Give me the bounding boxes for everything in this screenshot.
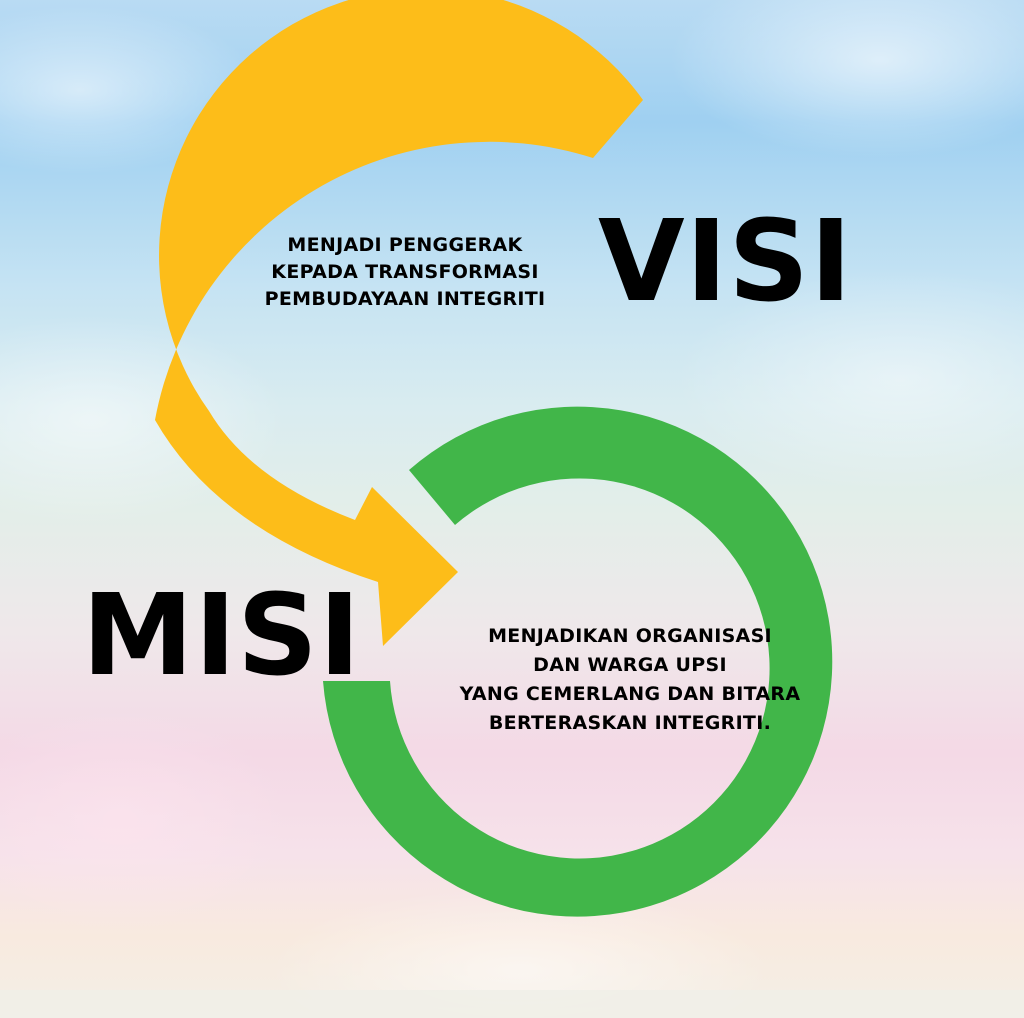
vision-line: KEPADA TRANSFORMASI bbox=[271, 261, 539, 283]
bottom-strip bbox=[0, 990, 1024, 1018]
mission-line: BERTERASKAN INTEGRITI. bbox=[488, 712, 772, 734]
vision-arrow bbox=[155, 0, 643, 646]
vision-statement: MENJADI PENGGERAK KEPADA TRANSFORMASI PE… bbox=[250, 232, 560, 313]
vision-line: PEMBUDAYAAN INTEGRITI bbox=[264, 288, 546, 310]
vision-line: MENJADI PENGGERAK bbox=[287, 234, 523, 256]
mission-line: YANG CEMERLANG DAN BITARA bbox=[459, 683, 801, 705]
mission-line: MENJADIKAN ORGANISASI bbox=[488, 625, 772, 647]
mission-line: DAN WARGA UPSI bbox=[533, 654, 727, 676]
vision-title: VISI bbox=[598, 197, 853, 327]
mission-statement: MENJADIKAN ORGANISASI DAN WARGA UPSI YAN… bbox=[430, 622, 830, 738]
mission-title: MISI bbox=[82, 571, 362, 701]
